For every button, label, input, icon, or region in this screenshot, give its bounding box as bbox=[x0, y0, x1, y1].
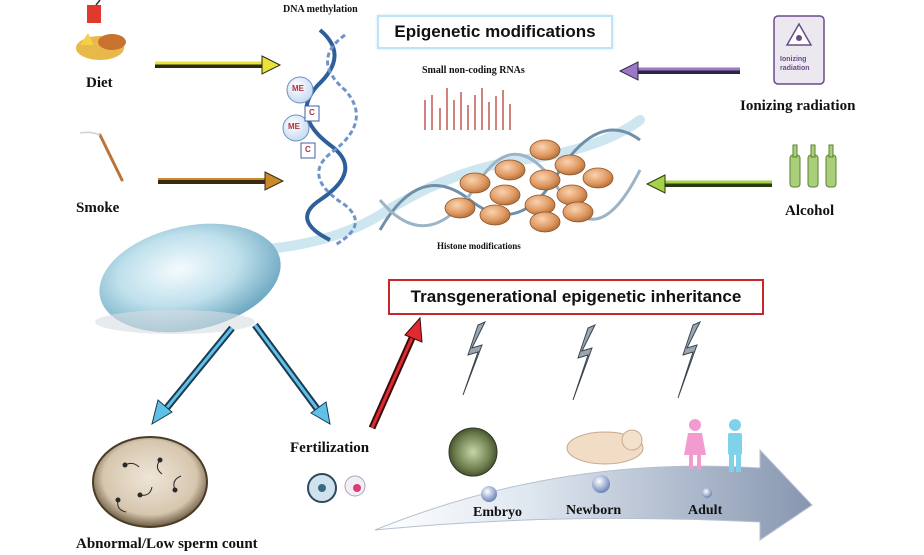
alcohol-label: Alcohol bbox=[785, 203, 835, 219]
histone-cluster bbox=[444, 139, 614, 233]
dna-methylation-label: DNA methylation bbox=[283, 4, 358, 15]
small-rna-graphic bbox=[424, 88, 511, 130]
diet-arrow bbox=[155, 55, 282, 75]
cigarette-icon bbox=[79, 131, 124, 182]
alcohol-arrow bbox=[645, 174, 772, 194]
alcohol-bottles-icon bbox=[789, 144, 837, 188]
zigzag-newborn bbox=[572, 324, 597, 401]
methyl-c-tag-2: C bbox=[305, 145, 311, 154]
tail-dna-strand-2 bbox=[378, 152, 642, 228]
epigenetic-modifications-title: Epigenetic modifications bbox=[377, 15, 613, 49]
radiation-arrow bbox=[618, 61, 740, 81]
embryo-image bbox=[448, 427, 498, 477]
methyl-me-tag-2: ME bbox=[288, 122, 300, 131]
sperm-head bbox=[99, 223, 281, 333]
methyl-c-tag-1: C bbox=[309, 108, 315, 117]
timeline-arrow bbox=[374, 448, 813, 541]
radiation-sign-line2: radiation bbox=[780, 65, 810, 72]
arrow-to-fertilization bbox=[252, 322, 331, 425]
dna-helix-strand-1 bbox=[304, 28, 348, 242]
newborn-image bbox=[566, 429, 644, 465]
zigzag-embryo bbox=[462, 321, 487, 396]
histone-modifications-label: Histone modifications bbox=[437, 241, 521, 251]
dna-helix-strand-2 bbox=[317, 33, 358, 247]
fertilization-label: Fertilization bbox=[290, 440, 370, 456]
arrow-to-abnormal bbox=[151, 325, 235, 426]
smoke-label: Smoke bbox=[76, 200, 120, 216]
transgenerational-inheritance-title: Transgenerational epigenetic inheritance bbox=[388, 279, 764, 315]
sperm-head-shadow bbox=[95, 310, 255, 334]
zigzag-adult bbox=[677, 321, 702, 399]
smoke-arrow bbox=[158, 171, 285, 191]
small-rnas-label: Small non-coding RNAs bbox=[422, 65, 525, 76]
tail-dna-strand-1 bbox=[378, 128, 641, 231]
adult-female-figure bbox=[684, 419, 706, 470]
timeline-marker-adult bbox=[702, 488, 712, 498]
newborn-label: Newborn bbox=[566, 503, 622, 518]
methyl-tags bbox=[282, 76, 320, 159]
adult-male-figure bbox=[728, 419, 742, 472]
embryo-label: Embryo bbox=[473, 505, 522, 520]
dish-sperm-cells bbox=[115, 457, 182, 513]
methyl-me-tag-1: ME bbox=[292, 84, 304, 93]
sperm-dish-image bbox=[92, 436, 208, 528]
adult-label: Adult bbox=[688, 503, 723, 518]
timeline-marker-newborn bbox=[592, 475, 610, 493]
radiation-sign-line1: Ionizing bbox=[780, 56, 807, 63]
ionizing-radiation-label: Ionizing radiation bbox=[740, 98, 856, 114]
radiation-sign-icon bbox=[773, 15, 825, 85]
arrow-to-transgenerational bbox=[368, 316, 423, 430]
fertilization-image bbox=[307, 473, 366, 503]
abnormal-sperm-count-label: Abnormal/Low sperm count bbox=[76, 536, 258, 552]
diet-label: Diet bbox=[86, 75, 113, 91]
timeline-marker-embryo bbox=[481, 486, 497, 502]
diet-icon bbox=[76, 0, 126, 60]
